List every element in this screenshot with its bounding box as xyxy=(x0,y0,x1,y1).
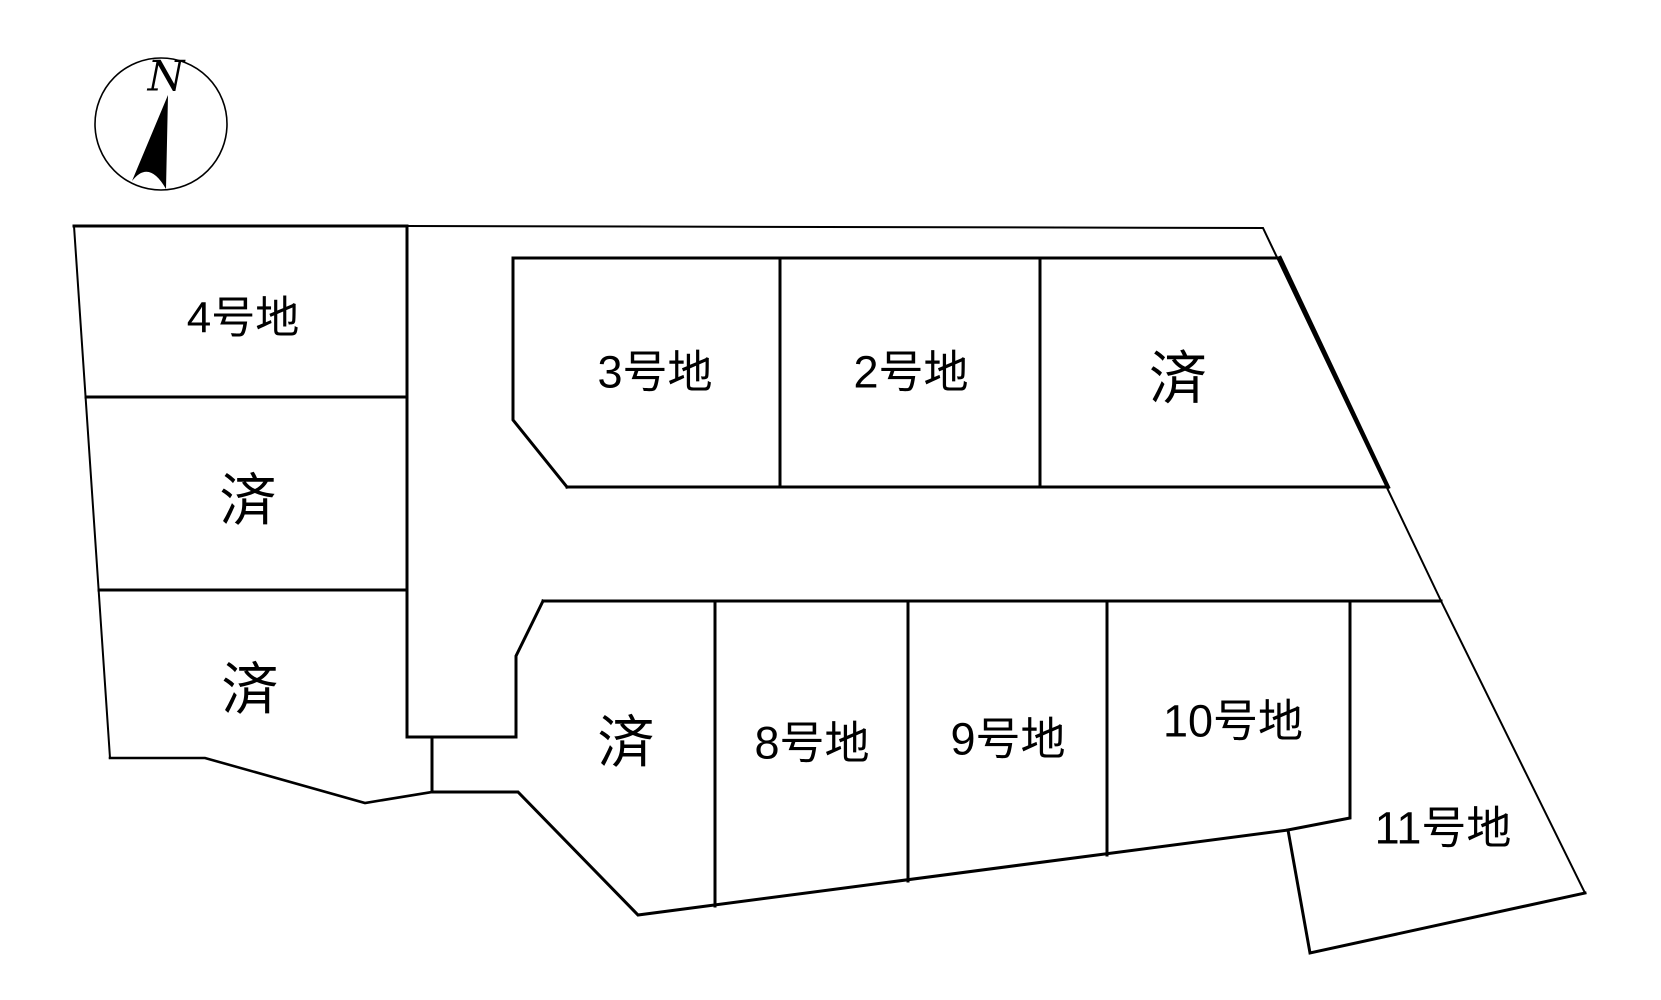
lot-label-sold-bottom: 済 xyxy=(598,711,655,775)
lot-label-sold-left-1: 済 xyxy=(220,469,277,533)
lot-label-2: 2号地 xyxy=(853,347,968,398)
lot-label-8: 8号地 xyxy=(754,718,869,769)
lot-label-9: 9号地 xyxy=(950,714,1065,765)
left-column-lots xyxy=(72,224,518,794)
top-row-lots xyxy=(511,255,1391,490)
lot-label-3: 3号地 xyxy=(597,347,712,398)
lot-label-sold-left-2: 済 xyxy=(222,658,279,722)
top-row-right-slant-edge xyxy=(1277,255,1391,490)
bottom-row-divider-10-11 xyxy=(1286,599,1352,832)
lot-label-sold-top-right: 済 xyxy=(1149,347,1207,412)
compass-needle-icon xyxy=(132,95,168,189)
outer-boundary-top-right xyxy=(405,224,1587,895)
lot-label-10: 10号地 xyxy=(1163,696,1303,747)
compass-circle xyxy=(94,57,228,191)
top-row-left-edge xyxy=(511,256,570,490)
lot-labels: 4号地 済 済 3号地 2号地 済 済 8号地 9号地 10号地 11号地 xyxy=(187,294,1512,854)
north-compass: N xyxy=(94,52,228,191)
outer-boundary-left xyxy=(72,224,112,760)
lot-label-4: 4号地 xyxy=(187,294,299,343)
outer-boundary-bottom-left xyxy=(108,756,434,805)
bottom-row-lots xyxy=(514,598,1443,908)
lot-label-11: 11号地 xyxy=(1375,803,1512,854)
north-label: N xyxy=(147,52,186,101)
outer-boundary-bottom xyxy=(430,790,1587,955)
bottom-row-left-edge xyxy=(514,598,546,739)
